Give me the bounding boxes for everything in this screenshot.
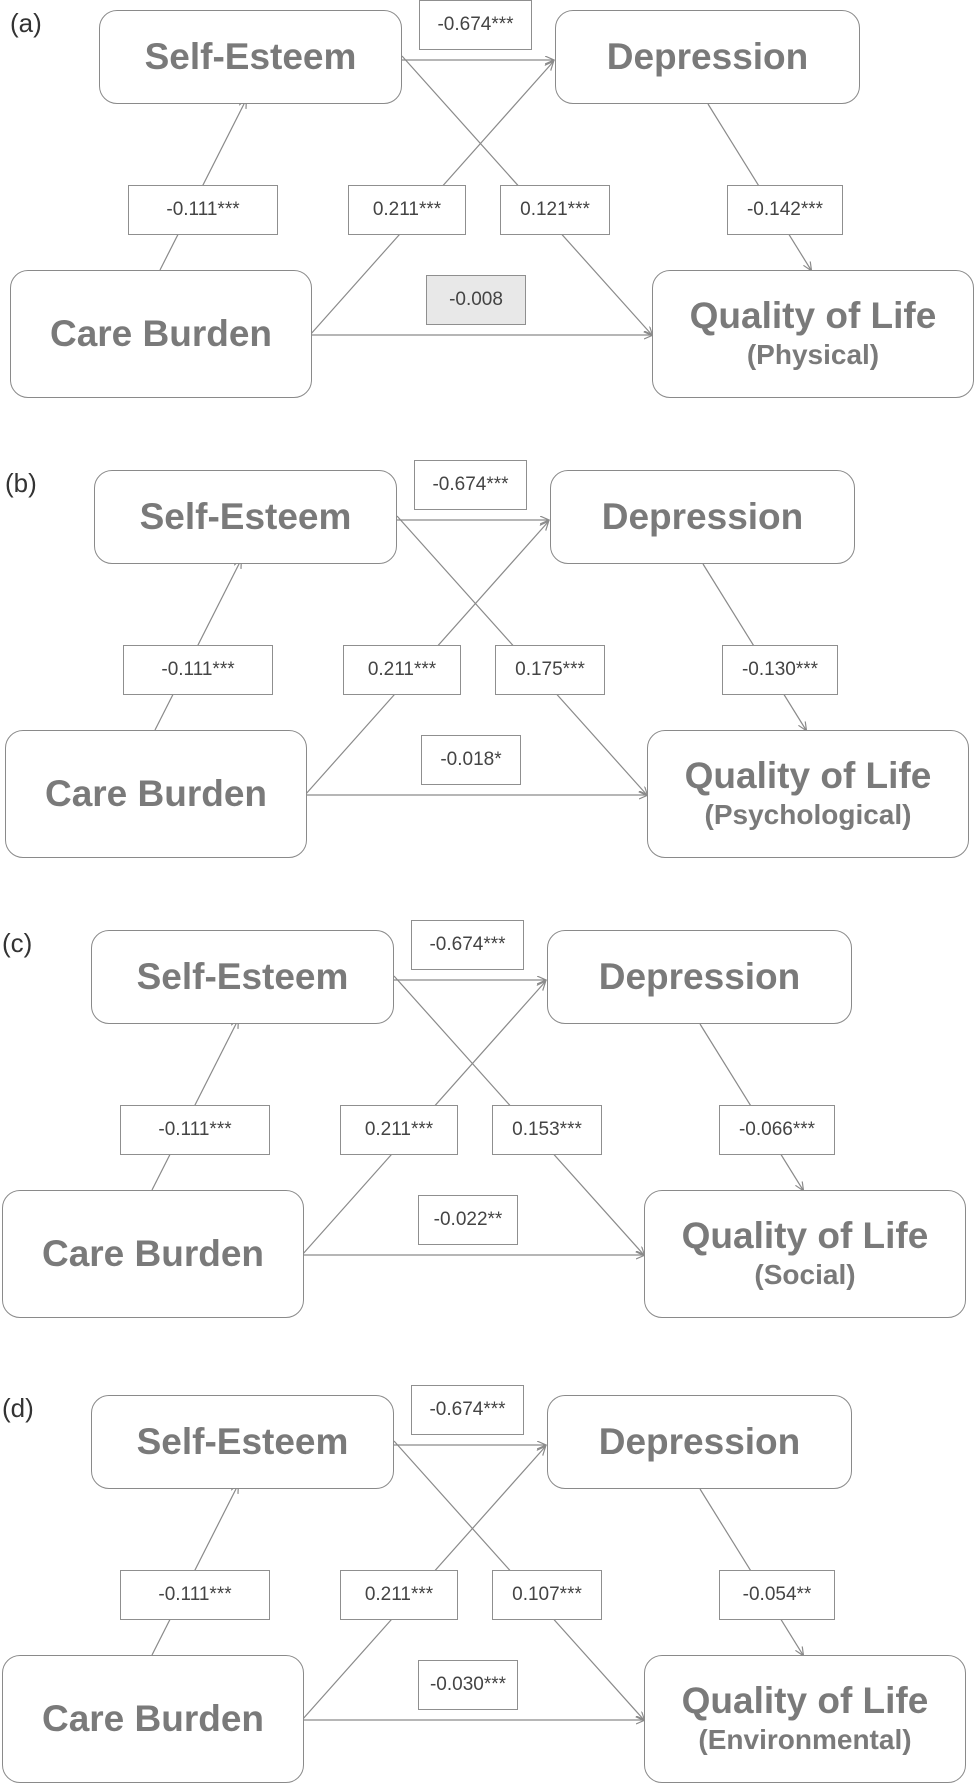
node-care-burden-label: Care Burden bbox=[49, 312, 273, 354]
node-quality-of-life-title: Quality of Life bbox=[681, 1679, 929, 1721]
node-quality-of-life-title: Quality of Life bbox=[689, 294, 937, 336]
path-diagram-panel-a: (a) Self-Esteem Depression Care Burden Q… bbox=[0, 0, 975, 400]
node-depression: Depression bbox=[550, 470, 855, 564]
coef-self-esteem-to-quality-of-life: 0.121*** bbox=[500, 185, 610, 235]
node-quality-of-life: Quality of Life (Social) bbox=[644, 1190, 966, 1318]
node-quality-of-life-title: Quality of Life bbox=[684, 754, 932, 796]
node-care-burden: Care Burden bbox=[5, 730, 307, 858]
coef-care-burden-to-quality-of-life: -0.030*** bbox=[418, 1660, 518, 1710]
path-diagram-panel-c: (c) Self-Esteem Depression Care Burden Q… bbox=[0, 920, 967, 1320]
coef-care-burden-to-depression: 0.211*** bbox=[340, 1105, 458, 1155]
coef-care-burden-to-quality-of-life: -0.022** bbox=[418, 1195, 518, 1245]
node-self-esteem-label: Self-Esteem bbox=[139, 495, 352, 537]
node-care-burden: Care Burden bbox=[2, 1655, 304, 1783]
coef-depression-to-quality-of-life: -0.142*** bbox=[727, 185, 843, 235]
coef-care-burden-to-depression: 0.211*** bbox=[343, 645, 461, 695]
coef-care-burden-to-quality-of-life: -0.008 bbox=[426, 275, 526, 325]
node-depression-label: Depression bbox=[598, 955, 801, 997]
node-quality-of-life: Quality of Life (Environmental) bbox=[644, 1655, 966, 1783]
coef-self-esteem-to-depression: -0.674*** bbox=[419, 0, 532, 50]
node-self-esteem: Self-Esteem bbox=[91, 930, 394, 1024]
node-depression: Depression bbox=[555, 10, 860, 104]
node-self-esteem: Self-Esteem bbox=[94, 470, 397, 564]
node-self-esteem: Self-Esteem bbox=[91, 1395, 394, 1489]
node-self-esteem-label: Self-Esteem bbox=[144, 35, 357, 77]
node-care-burden: Care Burden bbox=[10, 270, 312, 398]
node-depression: Depression bbox=[547, 930, 852, 1024]
path-diagram-panel-b: (b) Self-Esteem Depression Care Burden Q… bbox=[0, 460, 970, 860]
node-care-burden-label: Care Burden bbox=[41, 1232, 265, 1274]
coef-care-burden-to-quality-of-life: -0.018* bbox=[421, 735, 521, 785]
node-quality-of-life: Quality of Life (Psychological) bbox=[647, 730, 969, 858]
coef-care-burden-to-self-esteem: -0.111*** bbox=[123, 645, 273, 695]
coef-care-burden-to-self-esteem: -0.111*** bbox=[120, 1105, 270, 1155]
node-self-esteem: Self-Esteem bbox=[99, 10, 402, 104]
coef-depression-to-quality-of-life: -0.130*** bbox=[722, 645, 838, 695]
node-self-esteem-label: Self-Esteem bbox=[136, 1420, 349, 1462]
node-quality-of-life-domain: (Environmental) bbox=[698, 1723, 912, 1755]
panel-label: (b) bbox=[5, 468, 37, 498]
coef-care-burden-to-self-esteem: -0.111*** bbox=[120, 1570, 270, 1620]
node-care-burden-label: Care Burden bbox=[44, 772, 268, 814]
coef-care-burden-to-depression: 0.211*** bbox=[340, 1570, 458, 1620]
coef-care-burden-to-depression: 0.211*** bbox=[348, 185, 466, 235]
coef-self-esteem-to-quality-of-life: 0.153*** bbox=[492, 1105, 602, 1155]
panel-label: (d) bbox=[2, 1393, 34, 1423]
path-diagram-panel-d: (d) Self-Esteem Depression Care Burden Q… bbox=[0, 1385, 967, 1785]
coef-self-esteem-to-depression: -0.674*** bbox=[411, 920, 524, 970]
node-quality-of-life: Quality of Life (Physical) bbox=[652, 270, 974, 398]
coef-care-burden-to-self-esteem: -0.111*** bbox=[128, 185, 278, 235]
node-quality-of-life-title: Quality of Life bbox=[681, 1214, 929, 1256]
coef-depression-to-quality-of-life: -0.066*** bbox=[719, 1105, 835, 1155]
panel-label: (c) bbox=[2, 928, 33, 958]
node-self-esteem-label: Self-Esteem bbox=[136, 955, 349, 997]
coef-depression-to-quality-of-life: -0.054** bbox=[719, 1570, 835, 1620]
node-quality-of-life-domain: (Psychological) bbox=[704, 798, 912, 830]
panel-label: (a) bbox=[10, 8, 42, 38]
node-care-burden: Care Burden bbox=[2, 1190, 304, 1318]
coef-self-esteem-to-depression: -0.674*** bbox=[414, 460, 527, 510]
node-depression-label: Depression bbox=[601, 495, 804, 537]
node-quality-of-life-domain: (Social) bbox=[754, 1258, 856, 1290]
node-depression-label: Depression bbox=[606, 35, 809, 77]
node-care-burden-label: Care Burden bbox=[41, 1697, 265, 1739]
coef-self-esteem-to-depression: -0.674*** bbox=[411, 1385, 524, 1435]
node-depression: Depression bbox=[547, 1395, 852, 1489]
coef-self-esteem-to-quality-of-life: 0.175*** bbox=[495, 645, 605, 695]
node-quality-of-life-domain: (Physical) bbox=[746, 338, 880, 370]
node-depression-label: Depression bbox=[598, 1420, 801, 1462]
coef-self-esteem-to-quality-of-life: 0.107*** bbox=[492, 1570, 602, 1620]
